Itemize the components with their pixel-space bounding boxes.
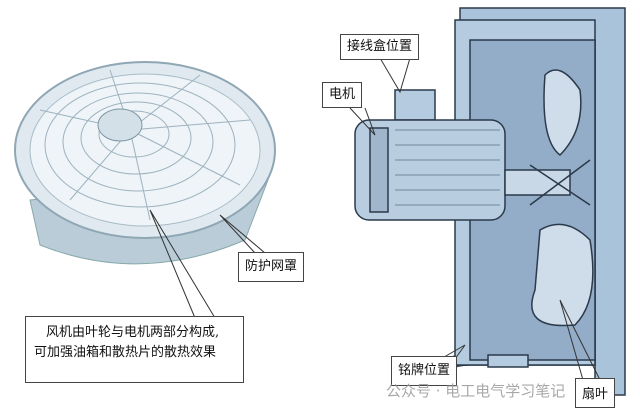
description-line-2: 可加强油箱和散热片的散热效果 <box>34 345 217 360</box>
description-box: 风机由叶轮与电机两部分构成, 可加强油箱和散热片的散热效果 <box>25 316 244 383</box>
guard-label: 防护网罩 <box>238 252 305 282</box>
description-line-1: 风机由叶轮与电机两部分构成, <box>46 325 220 340</box>
motor-label: 电机 <box>322 82 363 108</box>
junction-box-label: 接线盒位置 <box>340 34 420 60</box>
nameplate-label: 铭牌位置 <box>391 356 458 386</box>
fan-cross-section <box>354 7 626 396</box>
axial-fan-3d <box>14 61 276 265</box>
blade-label: 扇叶 <box>575 378 616 408</box>
watermark: 公众号 · 电工电气学习笔记 <box>386 382 566 400</box>
